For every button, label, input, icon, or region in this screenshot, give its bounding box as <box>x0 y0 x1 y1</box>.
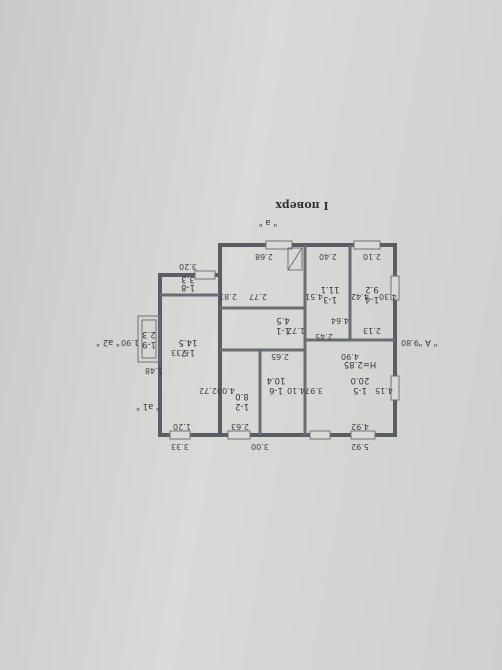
dim-d14: 9.80 <box>401 338 419 347</box>
svg-text:10.4: 10.4 <box>267 375 286 385</box>
room-1-2: 1-2 8.0 <box>235 391 249 411</box>
mark-a2: " а2 " <box>96 337 120 347</box>
dim-d27: 3.20 <box>179 262 197 271</box>
dim-d12: 4.90 <box>341 352 359 361</box>
window-1 <box>350 430 376 440</box>
dim-d24: 4.51 <box>305 292 323 301</box>
height-note: H=2.85 <box>344 359 376 369</box>
svg-text:1-1: 1-1 <box>276 325 290 335</box>
mark-a-lower: " а " <box>259 217 278 227</box>
svg-text:1-3: 1-3 <box>323 294 337 304</box>
room-1-7: 1-7 14.5 <box>179 337 198 357</box>
window-8 <box>194 270 216 280</box>
dim-d17: 4.64 <box>331 316 349 325</box>
dim-d7: 4.15 <box>375 386 393 395</box>
dim-d16: 2.45 <box>315 332 333 341</box>
dim-d19: 5.33 <box>171 348 189 357</box>
dim-d21: 1.90 <box>121 338 139 347</box>
porch-inner <box>141 319 157 359</box>
porch-outline <box>137 315 161 363</box>
mark-a1: " а1 " <box>136 401 160 411</box>
window-9 <box>169 430 191 440</box>
svg-text:1-8: 1-8 <box>181 282 195 292</box>
dim-d6: 1.20 <box>173 422 191 431</box>
svg-text:20.0: 20.0 <box>351 375 370 385</box>
room-1-9: 1-9 2.3 <box>142 329 156 349</box>
dim-d2: 3.00 <box>251 442 269 451</box>
svg-text:4.5: 4.5 <box>276 315 290 325</box>
svg-text:1-4: 1-4 <box>365 294 379 304</box>
room-1-6: 1-6 10.4 <box>267 375 286 395</box>
window-7 <box>265 240 293 250</box>
dim-d29: 2.40 <box>319 252 337 261</box>
svg-text:3.3: 3.3 <box>181 274 195 284</box>
svg-text:1-7: 1-7 <box>181 347 195 357</box>
dim-d28: 2.10 <box>363 252 381 261</box>
svg-text:1-5: 1-5 <box>353 385 367 395</box>
dim-d15: 2.13 <box>363 326 381 335</box>
svg-text:9.2: 9.2 <box>365 284 379 294</box>
room-1-5: 1-5 20.0 <box>351 375 370 395</box>
window-5 <box>390 275 400 301</box>
svg-text:14.5: 14.5 <box>179 337 198 347</box>
mark-a-side: " А " <box>418 337 437 347</box>
dim-d1: 5.92 <box>351 442 369 451</box>
dim-d13: 2.65 <box>271 352 289 361</box>
svg-text:1-6: 1-6 <box>269 385 283 395</box>
window-4 <box>390 375 400 401</box>
svg-text:1-2: 1-2 <box>235 401 249 411</box>
plan-caption: I поверх <box>275 199 329 212</box>
dim-d5: 2.63 <box>231 422 249 431</box>
dim-d30: 2.68 <box>255 252 273 261</box>
dim-d20: 1.48 <box>145 366 163 375</box>
room-1-4: 1-4 9.2 <box>365 284 379 304</box>
room-1-3: 1-3 11.1 <box>321 284 340 304</box>
svg-text:11.1: 11.1 <box>321 284 340 294</box>
dim-d23: 4.42 <box>351 292 369 301</box>
dim-d3: 3.33 <box>171 442 189 451</box>
window-3 <box>227 430 251 440</box>
room-1-8: 1-8 3.3 <box>181 274 195 292</box>
dim-d10: 4.00 <box>217 386 235 395</box>
svg-text:2.3: 2.3 <box>142 329 156 339</box>
dim-d26: 2.83 <box>219 292 237 301</box>
svg-text:1-9: 1-9 <box>142 339 156 349</box>
dim-d22: 4.30 <box>379 292 397 301</box>
dim-d9: 4.10 <box>287 386 305 395</box>
dim-d18: 1.72 <box>287 326 305 335</box>
stove-symbol <box>287 247 303 271</box>
plan-rotated-group: 1-5 20.0 1-6 10.4 1-3 11.1 1-4 9.2 1-1 4… <box>96 199 438 451</box>
svg-text:8.0: 8.0 <box>235 391 249 401</box>
dim-d11: 2.72 <box>199 386 217 395</box>
window-2 <box>309 430 331 440</box>
dim-d8: 3.97 <box>305 386 323 395</box>
dim-d4: 4.92 <box>351 422 369 431</box>
dim-d25: 2.77 <box>249 292 267 301</box>
window-6 <box>353 240 381 250</box>
room-1-1: 1-1 4.5 <box>276 315 290 335</box>
